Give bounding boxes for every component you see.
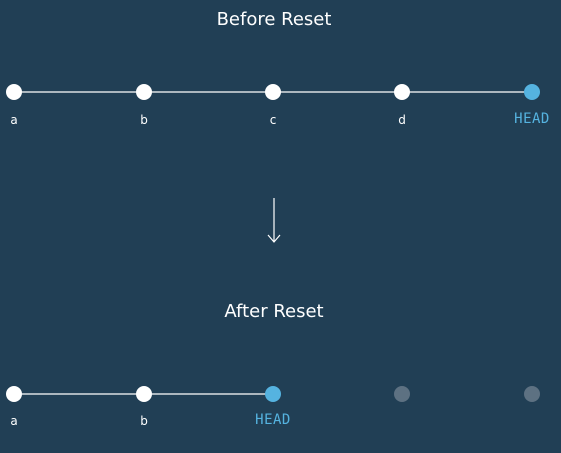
before-commit-node-0 (6, 84, 22, 100)
after-commit-node-0 (6, 386, 22, 402)
after-commit-node-1 (136, 386, 152, 402)
before-reset-title: Before Reset (216, 9, 332, 30)
before-commit-node-3 (394, 84, 410, 100)
before-commit-label-4: HEAD (514, 111, 550, 127)
down-arrow-icon (267, 198, 281, 243)
after-commit-node-2 (265, 386, 281, 402)
before-commit-label-2: c (269, 113, 277, 127)
after-commit-label-2: HEAD (255, 412, 291, 428)
before-commit-node-4 (524, 84, 540, 100)
before-commit-node-2 (265, 84, 281, 100)
before-commit-node-1 (136, 84, 152, 100)
after-commit-node-4 (524, 386, 540, 402)
before-commit-label-0: a (10, 113, 18, 127)
after-commit-node-3 (394, 386, 410, 402)
before-commit-label-3: d (398, 113, 406, 127)
before-commit-label-1: b (140, 113, 148, 127)
after-commit-label-0: a (10, 414, 18, 428)
after-commit-label-1: b (140, 414, 148, 428)
after-reset-title: After Reset (224, 301, 324, 322)
